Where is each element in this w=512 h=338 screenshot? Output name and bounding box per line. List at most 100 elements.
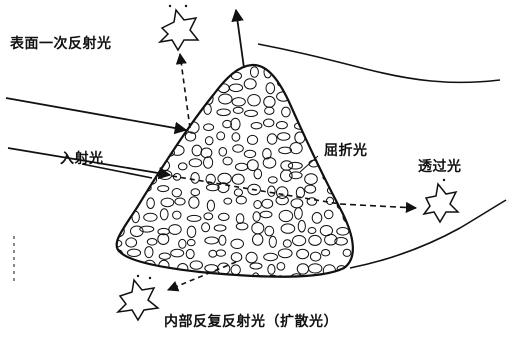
texture-cell (320, 68, 332, 78)
texture-cell (356, 108, 369, 118)
texture-cell (307, 94, 320, 104)
texture-cell (357, 266, 365, 274)
texture-cell (162, 106, 171, 115)
texture-cell (160, 67, 170, 74)
texture-cell (146, 131, 155, 143)
texture-cell (146, 83, 158, 93)
surface-reflection-ray (180, 54, 190, 128)
texture-cell (218, 276, 227, 286)
texture-cell (310, 79, 319, 88)
texture-cell (353, 71, 363, 80)
texture-cell (343, 67, 353, 76)
texture-cell (359, 278, 366, 289)
texture-cell (126, 82, 139, 94)
star-burst-right (424, 184, 458, 222)
texture-cell (206, 80, 214, 92)
texture-cell (313, 108, 321, 115)
texture-cell (130, 67, 138, 78)
texture-cell (185, 64, 199, 76)
texture-cell (111, 183, 121, 194)
texture-cell (236, 278, 244, 286)
texture-cell (356, 169, 364, 179)
texture-cell (127, 108, 136, 118)
texture-cell (355, 80, 365, 87)
texture-cell (188, 93, 199, 104)
surface-reflection-label: 表面一次反射光 (10, 33, 112, 53)
texture-cell (324, 159, 333, 166)
texture-cell (352, 96, 361, 102)
texture-cell (338, 108, 347, 115)
texture-cell (353, 208, 362, 219)
texture-cell (355, 225, 368, 237)
texture-cell (356, 252, 366, 261)
texture-cell (342, 81, 350, 87)
texture-cell (199, 69, 213, 76)
texture-cell (119, 108, 126, 116)
refraction-label: 屈折光 (324, 140, 368, 160)
texture-cell (112, 216, 125, 223)
medium-upper-boundary (258, 44, 500, 82)
texture-cell (113, 120, 121, 130)
texture-cell (326, 119, 334, 127)
texture-cell (306, 68, 316, 75)
texture-cell (319, 277, 332, 284)
texture-cell (320, 92, 330, 104)
texture-cell (335, 184, 346, 194)
texture-cell (339, 93, 351, 100)
transmission-ray (340, 204, 416, 208)
texture-cell (321, 107, 332, 119)
texture-cell (218, 70, 230, 78)
texture-cell (176, 121, 184, 128)
incident-label: 入射光 (60, 148, 104, 168)
texture-cell (342, 170, 350, 181)
texture-cell (110, 260, 123, 272)
texture-cell (117, 145, 124, 154)
texture-cell (128, 186, 140, 194)
texture-cell (178, 109, 186, 116)
texture-cell (146, 96, 155, 104)
star-burst-top (160, 10, 198, 50)
texture-cell (142, 149, 154, 156)
texture-cell (116, 134, 127, 145)
texture-cell (158, 280, 166, 288)
texture-cell (129, 95, 138, 107)
texture-cell (130, 146, 137, 157)
texture-cell (131, 158, 144, 168)
texture-cell (293, 85, 306, 92)
internal-reflection-label: 内部反复反射光（扩散光） (164, 311, 338, 331)
texture-cell (321, 81, 330, 89)
texture-cell (175, 66, 186, 75)
texture-cell (337, 120, 351, 131)
upward-ray (236, 10, 244, 68)
texture-cell (173, 93, 180, 103)
texture-cell (277, 72, 287, 79)
incident-ray-1 (6, 98, 186, 130)
texture-cell (355, 188, 367, 195)
texture-cell (147, 157, 155, 165)
texture-cell (157, 98, 165, 104)
star-burst-bottom (118, 280, 158, 320)
texture-cell (109, 277, 122, 286)
texture-cell (189, 85, 196, 93)
texture-cell (356, 235, 370, 246)
transmission-label: 透过光 (418, 156, 462, 176)
texture-cell (335, 279, 347, 286)
texture-cell (111, 81, 123, 88)
texture-cell (312, 145, 319, 152)
texture-cell (160, 79, 169, 87)
texture-cell (294, 67, 306, 77)
texture-cell (189, 106, 199, 115)
texture-cell (145, 67, 154, 78)
texture-cell (350, 116, 363, 128)
texture-cell (297, 109, 307, 121)
texture-cell (208, 278, 218, 285)
texture-cell (116, 199, 129, 208)
texture-cell (294, 93, 306, 104)
texture-cell (142, 110, 153, 118)
texture-cell (171, 80, 183, 90)
texture-cell (171, 133, 179, 141)
texture-cell (305, 122, 315, 128)
texture-cell (125, 134, 136, 140)
texture-cell (311, 277, 324, 287)
